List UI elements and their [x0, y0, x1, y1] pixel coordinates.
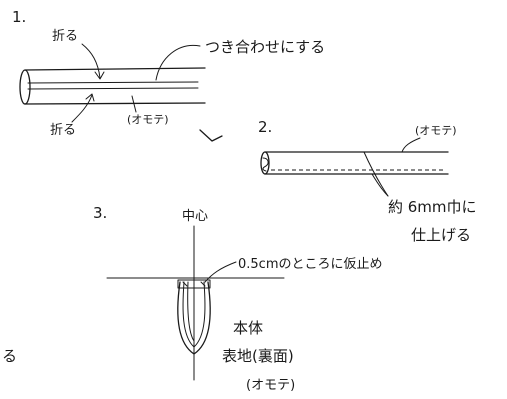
- step2-width-label-line1: 約 6mm巾に: [388, 198, 477, 216]
- step3-tack-label: 0.5cmのところに仮止め: [238, 257, 383, 272]
- step2-width-label-line2: 仕上げる: [411, 226, 471, 244]
- step3-number: 3.: [93, 204, 107, 222]
- step3-tack-leader: [204, 261, 237, 283]
- edge-text-fragment: る: [2, 347, 17, 365]
- step1-fold-arrowhead-bottom: [85, 93, 95, 102]
- step2-width-leader-b: [371, 173, 389, 197]
- step2-face-label: (オモテ): [415, 124, 457, 137]
- step1-fold-arrow-bottom: [71, 94, 93, 123]
- step2-finished-strap: [260, 151, 449, 175]
- step1-face-leader: [131, 95, 137, 113]
- step3-fabric-label: 表地(裏面): [222, 347, 294, 365]
- step3-center-label: 中心: [182, 209, 208, 224]
- step1-face-label: (オモテ): [127, 113, 169, 126]
- step1-number: 1.: [12, 8, 26, 26]
- step3-strap-loop: [177, 279, 211, 355]
- step-arrow-1-to-2: [199, 129, 223, 142]
- step1-fold-arrow-top: [81, 43, 101, 79]
- step1-folded-strap: [19, 67, 206, 105]
- step1-join-label: つき合わせにする: [205, 38, 325, 56]
- step1-fold-arrowhead-top: [94, 71, 105, 80]
- step2-number: 2.: [258, 118, 272, 136]
- step3-body-label: 本体: [233, 319, 263, 337]
- step2-face-leader: [401, 137, 421, 153]
- step2-width-leader-a: [363, 151, 389, 197]
- step1-fold-label-bottom: 折る: [50, 123, 76, 138]
- step3-face-label: (オモテ): [246, 378, 295, 393]
- step1-join-leader: [155, 44, 201, 81]
- step1-fold-label-top: 折る: [52, 29, 78, 44]
